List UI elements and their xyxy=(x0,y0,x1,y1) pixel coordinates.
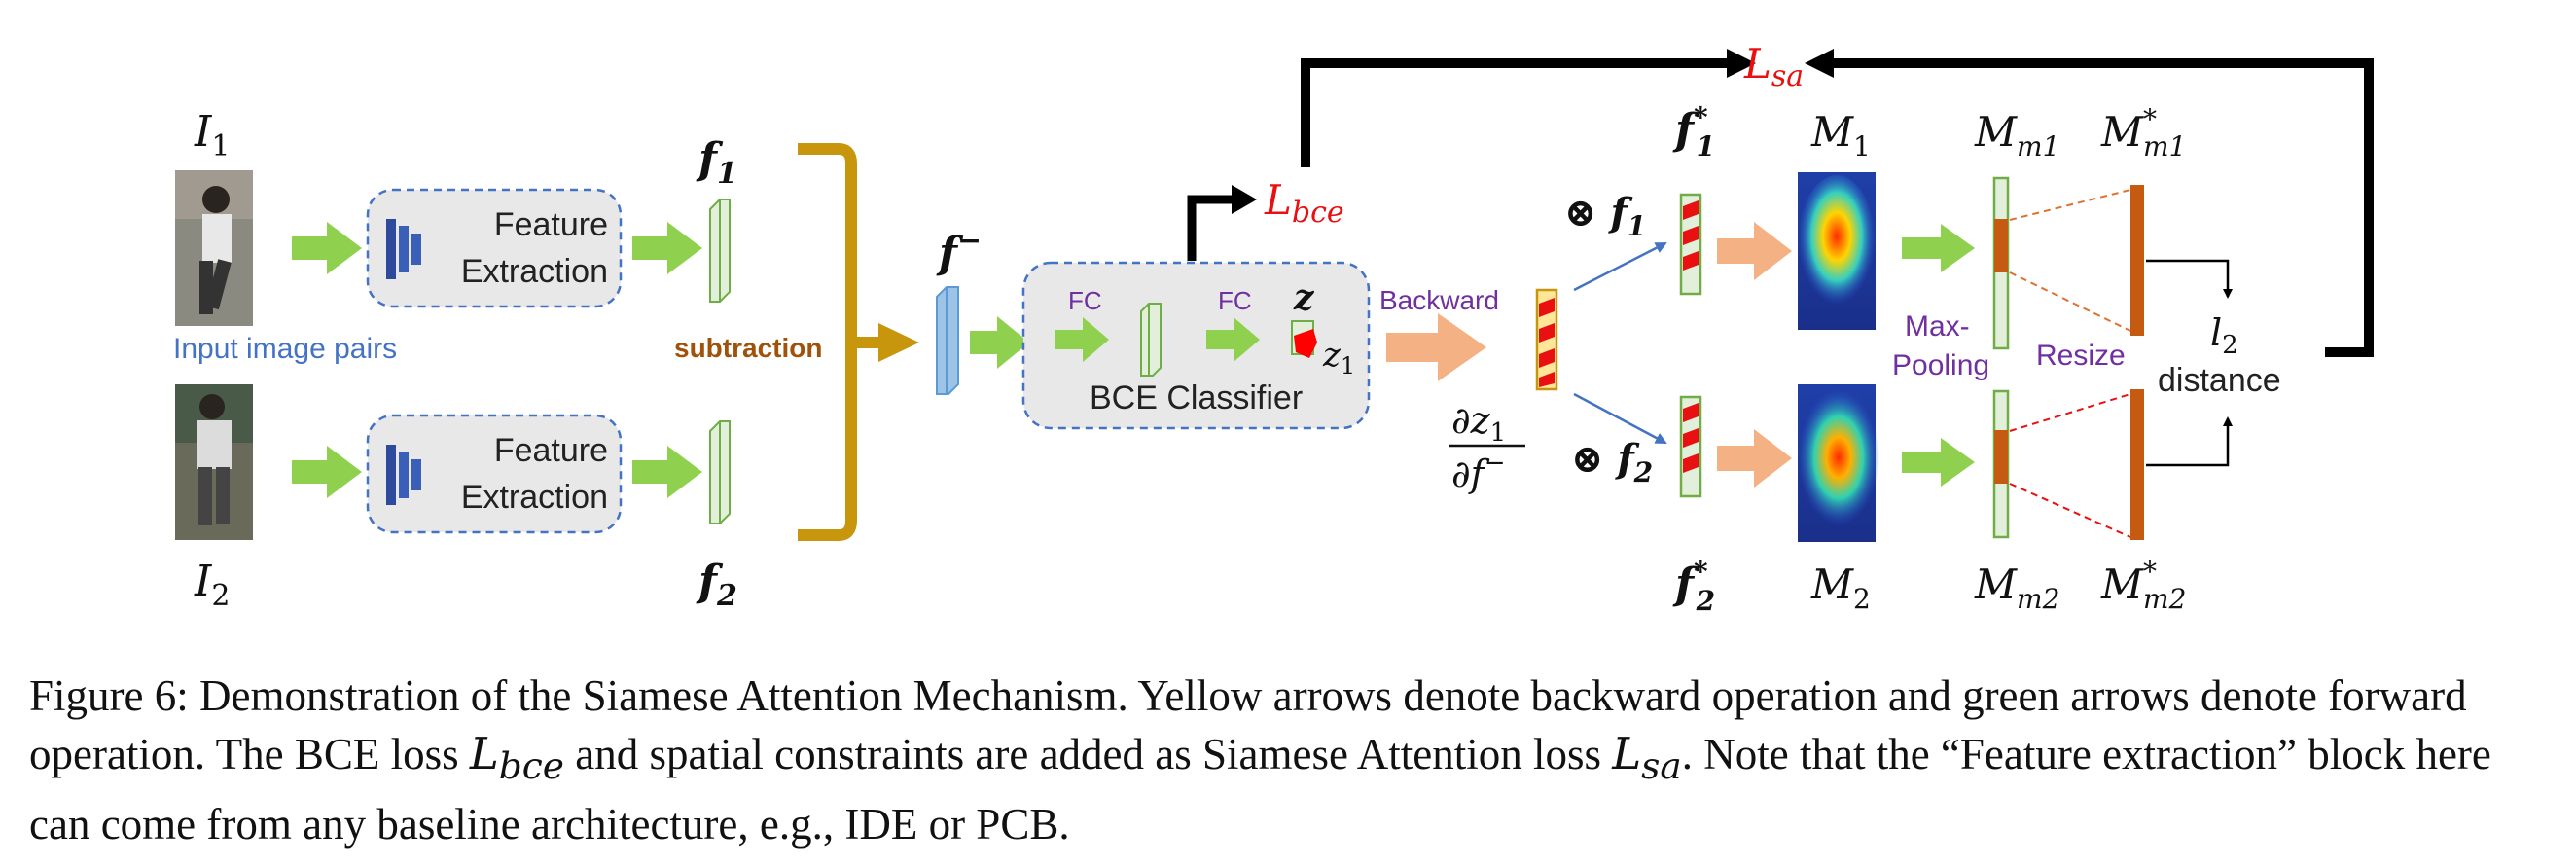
fc1-label: FC xyxy=(1068,286,1102,315)
z1-label: z1 xyxy=(1322,336,1355,379)
feature-extraction-1-line2: Extraction xyxy=(461,253,608,290)
split-arrow-down xyxy=(1573,392,1667,445)
fc2-arrow-shaft xyxy=(1206,330,1235,349)
m2-label: M2 xyxy=(1810,560,1871,615)
gradient-fraction: ∂z1 ∂f− xyxy=(1449,399,1525,495)
feature-vector-f1 xyxy=(709,199,731,303)
feature-f2-label: f2 xyxy=(696,557,737,613)
feature-vector-fminus xyxy=(936,286,959,395)
fc-hidden-vector xyxy=(1140,303,1162,377)
fc2-label: FC xyxy=(1218,286,1252,315)
attention-map-m2 xyxy=(1798,384,1879,542)
weighted-vector-f2star xyxy=(1679,395,1702,498)
caption-loss-bce: Lbce xyxy=(469,728,564,787)
input-pairs-label: Input image pairs xyxy=(173,333,397,365)
input-image-1 xyxy=(175,170,253,326)
attention-map-m1 xyxy=(1798,172,1876,330)
mmstar2-label: M*m2 xyxy=(2100,556,2186,615)
input-image-2 xyxy=(175,384,253,540)
sa-loss-loop xyxy=(1301,49,2374,357)
forward-arrow-input-2 xyxy=(292,446,362,498)
forward-arrow-fminus xyxy=(970,316,1029,369)
feature-extraction-1-line1: Feature xyxy=(494,206,608,243)
feature-extraction-2-line2: Extraction xyxy=(461,479,608,516)
figure-caption: Figure 6: Demonstration of the Siamese A… xyxy=(29,667,2549,853)
gradient-vector xyxy=(1535,288,1558,391)
backward-arrow xyxy=(1386,313,1486,381)
split-arrow-up xyxy=(1573,241,1667,292)
subtraction-label: subtraction xyxy=(674,333,822,363)
z-output-vector xyxy=(1291,320,1317,358)
resize-line-1b xyxy=(2009,271,2131,332)
distance-arrow-2 xyxy=(2146,416,2233,467)
weighted-vector-f1star xyxy=(1679,193,1702,296)
feature-extraction-block-2: Feature Extraction xyxy=(366,414,623,534)
pooled-vector-mm2 xyxy=(1992,389,2010,539)
fc1-arrow-shaft xyxy=(1055,330,1085,349)
arrow-to-m1 xyxy=(1717,222,1792,280)
subtraction-brace xyxy=(798,143,919,541)
arrow-to-mm1 xyxy=(1902,224,1975,272)
bce-loss-arrow xyxy=(1187,185,1257,261)
maxpool-line1: Max- xyxy=(1905,310,1970,343)
gradient-numerator: ∂z1 xyxy=(1451,399,1506,448)
distance-arrow-1 xyxy=(2146,259,2233,299)
maxpool-line2: Pooling xyxy=(1892,349,1989,381)
resize-line-2a xyxy=(2009,393,2131,432)
resize-line-1a xyxy=(2009,189,2131,221)
feature-fminus-label: f− xyxy=(936,224,982,278)
backward-label: Backward xyxy=(1379,285,1499,315)
fc2-arrow-head xyxy=(1234,317,1260,362)
mmstar1-label: M*m1 xyxy=(2100,103,2186,163)
feature-extraction-block-1: Feature Extraction xyxy=(366,188,623,308)
distance-label: distance xyxy=(2158,362,2281,399)
bce-classifier-block: FC FC z z1 BCE Classifier xyxy=(1021,261,1371,430)
caption-loss-sa: Lsa xyxy=(1612,728,1682,787)
caption-part-1: Figure 6: Demonstration of the Siamese A… xyxy=(29,671,2467,778)
forward-arrow-extract-2 xyxy=(632,446,702,498)
forward-arrow-extract-1 xyxy=(632,222,702,274)
resize-line-2b xyxy=(2009,483,2131,538)
m1-label: M1 xyxy=(1810,108,1871,163)
input-i2-label: I2 xyxy=(194,557,230,613)
caption-part-3: . Note that the “Feature extraction” blo… xyxy=(29,730,2491,849)
resized-map-mstar2 xyxy=(2130,389,2144,540)
feature-vector-f2 xyxy=(709,420,731,524)
fstar2-label: f*2 xyxy=(1672,556,1715,617)
pooled-vector-mm1 xyxy=(1992,176,2010,350)
fstar1-label: f*1 xyxy=(1672,101,1715,163)
arrow-to-m2 xyxy=(1717,429,1792,488)
loss-bce-label: Lbce xyxy=(1264,176,1344,230)
otimes-f2-label: ⊗ f2 xyxy=(1571,436,1653,488)
mm2-label: Mm2 xyxy=(1974,560,2059,615)
gradient-denominator: ∂f− xyxy=(1451,449,1506,495)
resize-label: Resize xyxy=(2036,340,2126,372)
otimes-f1-label: ⊗ f1 xyxy=(1564,190,1646,242)
arrow-to-mm2 xyxy=(1902,438,1975,487)
caption-part-2: and spatial constraints are added as Sia… xyxy=(563,730,1613,778)
mm1-label: Mm1 xyxy=(1974,108,2059,163)
feature-f1-label: f1 xyxy=(696,134,737,191)
forward-arrow-input-1 xyxy=(292,222,362,274)
input-i1-label: I1 xyxy=(194,107,230,163)
loss-sa-label: Lsa xyxy=(1743,40,1804,93)
l2-label: l2 xyxy=(2210,311,2238,360)
fc1-arrow-head xyxy=(1083,317,1109,362)
z-label: z xyxy=(1293,277,1315,318)
feature-extraction-2-line1: Feature xyxy=(494,432,608,469)
resized-map-mstar1 xyxy=(2130,185,2144,336)
bce-classifier-title: BCE Classifier xyxy=(1090,379,1303,416)
